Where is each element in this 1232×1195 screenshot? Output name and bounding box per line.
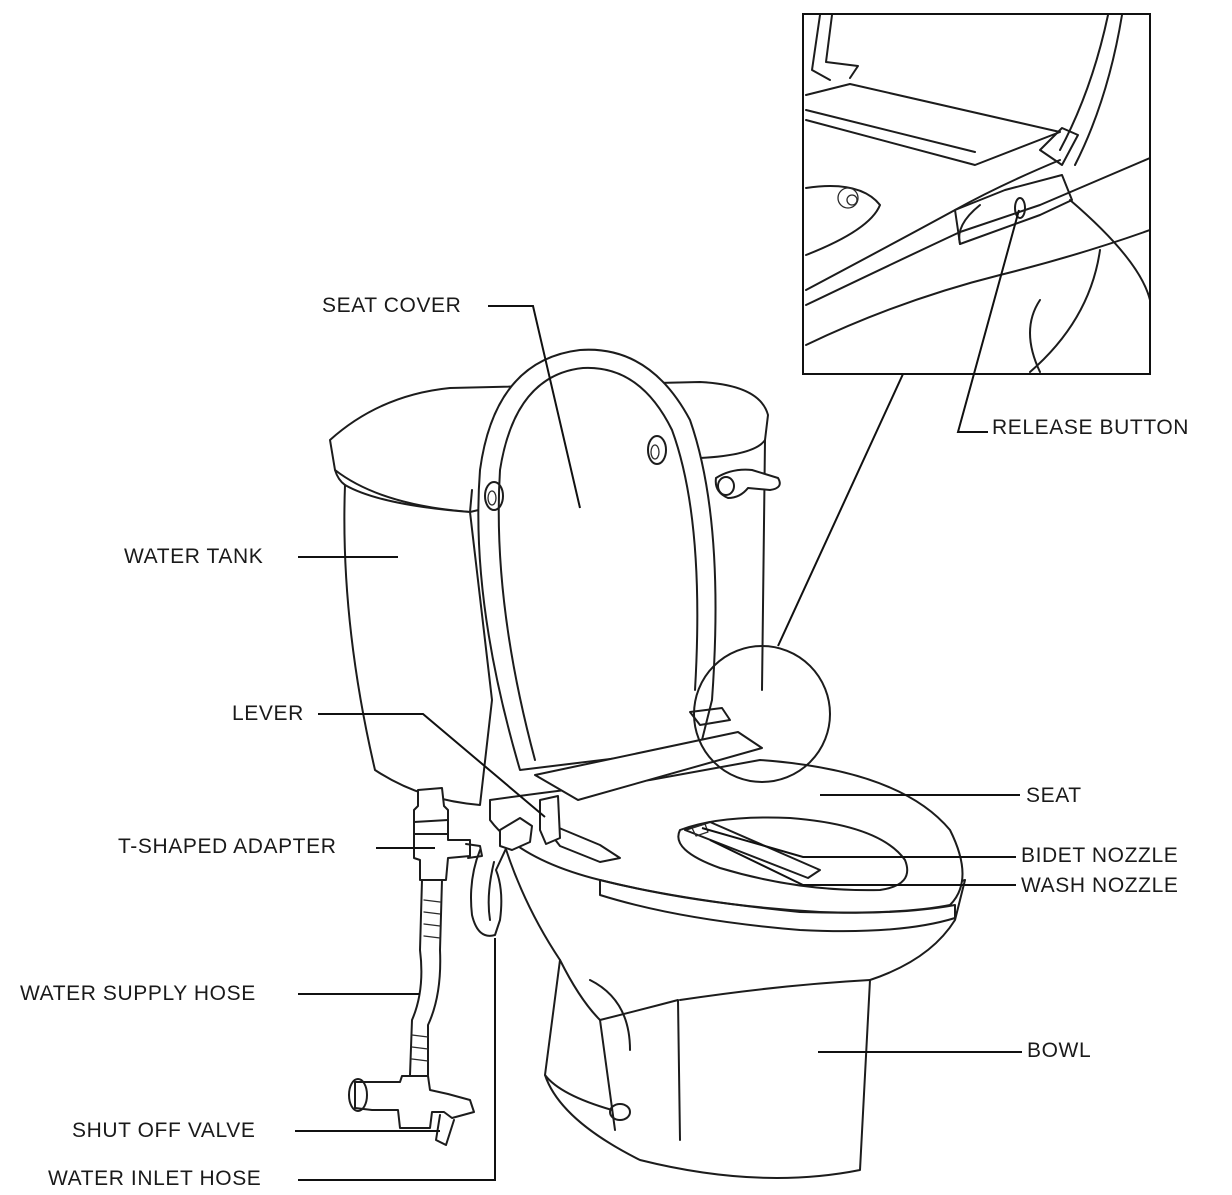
wash-nozzle-leader xyxy=(709,839,1016,886)
label-seat: SEAT xyxy=(1026,784,1082,807)
lever-leader xyxy=(318,713,546,818)
magnifier-leader-line xyxy=(777,373,904,647)
leader-lines xyxy=(295,209,1022,1181)
release-button-leader xyxy=(956,209,1020,433)
label-lever: LEVER xyxy=(232,702,304,725)
water-inlet-hose-leader xyxy=(298,938,496,1181)
label-water-supply-hose: WATER SUPPLY HOSE xyxy=(20,982,256,1005)
label-bidet-nozzle: BIDET NOZZLE xyxy=(1021,844,1179,867)
plumbing-drawing xyxy=(348,787,561,1146)
label-water-tank: WATER TANK xyxy=(124,545,264,568)
label-water-inlet-hose: WATER INLET HOSE xyxy=(48,1167,262,1190)
label-t-shaped-adapter: T-SHAPED ADAPTER xyxy=(118,835,337,858)
seat-cover-drawing xyxy=(477,348,717,771)
seat-drawing xyxy=(489,645,964,933)
bidet-nozzle-leader xyxy=(701,827,1016,858)
label-wash-nozzle: WASH NOZZLE xyxy=(1021,874,1179,897)
label-release-button: RELEASE BUTTON xyxy=(992,416,1190,439)
label-seat-cover: SEAT COVER xyxy=(322,294,462,317)
label-bowl: BOWL xyxy=(1027,1039,1092,1062)
seat-cover-leader xyxy=(488,305,581,509)
label-shut-off-valve: SHUT OFF VALVE xyxy=(72,1119,256,1142)
inset-detail-view xyxy=(802,13,1151,375)
